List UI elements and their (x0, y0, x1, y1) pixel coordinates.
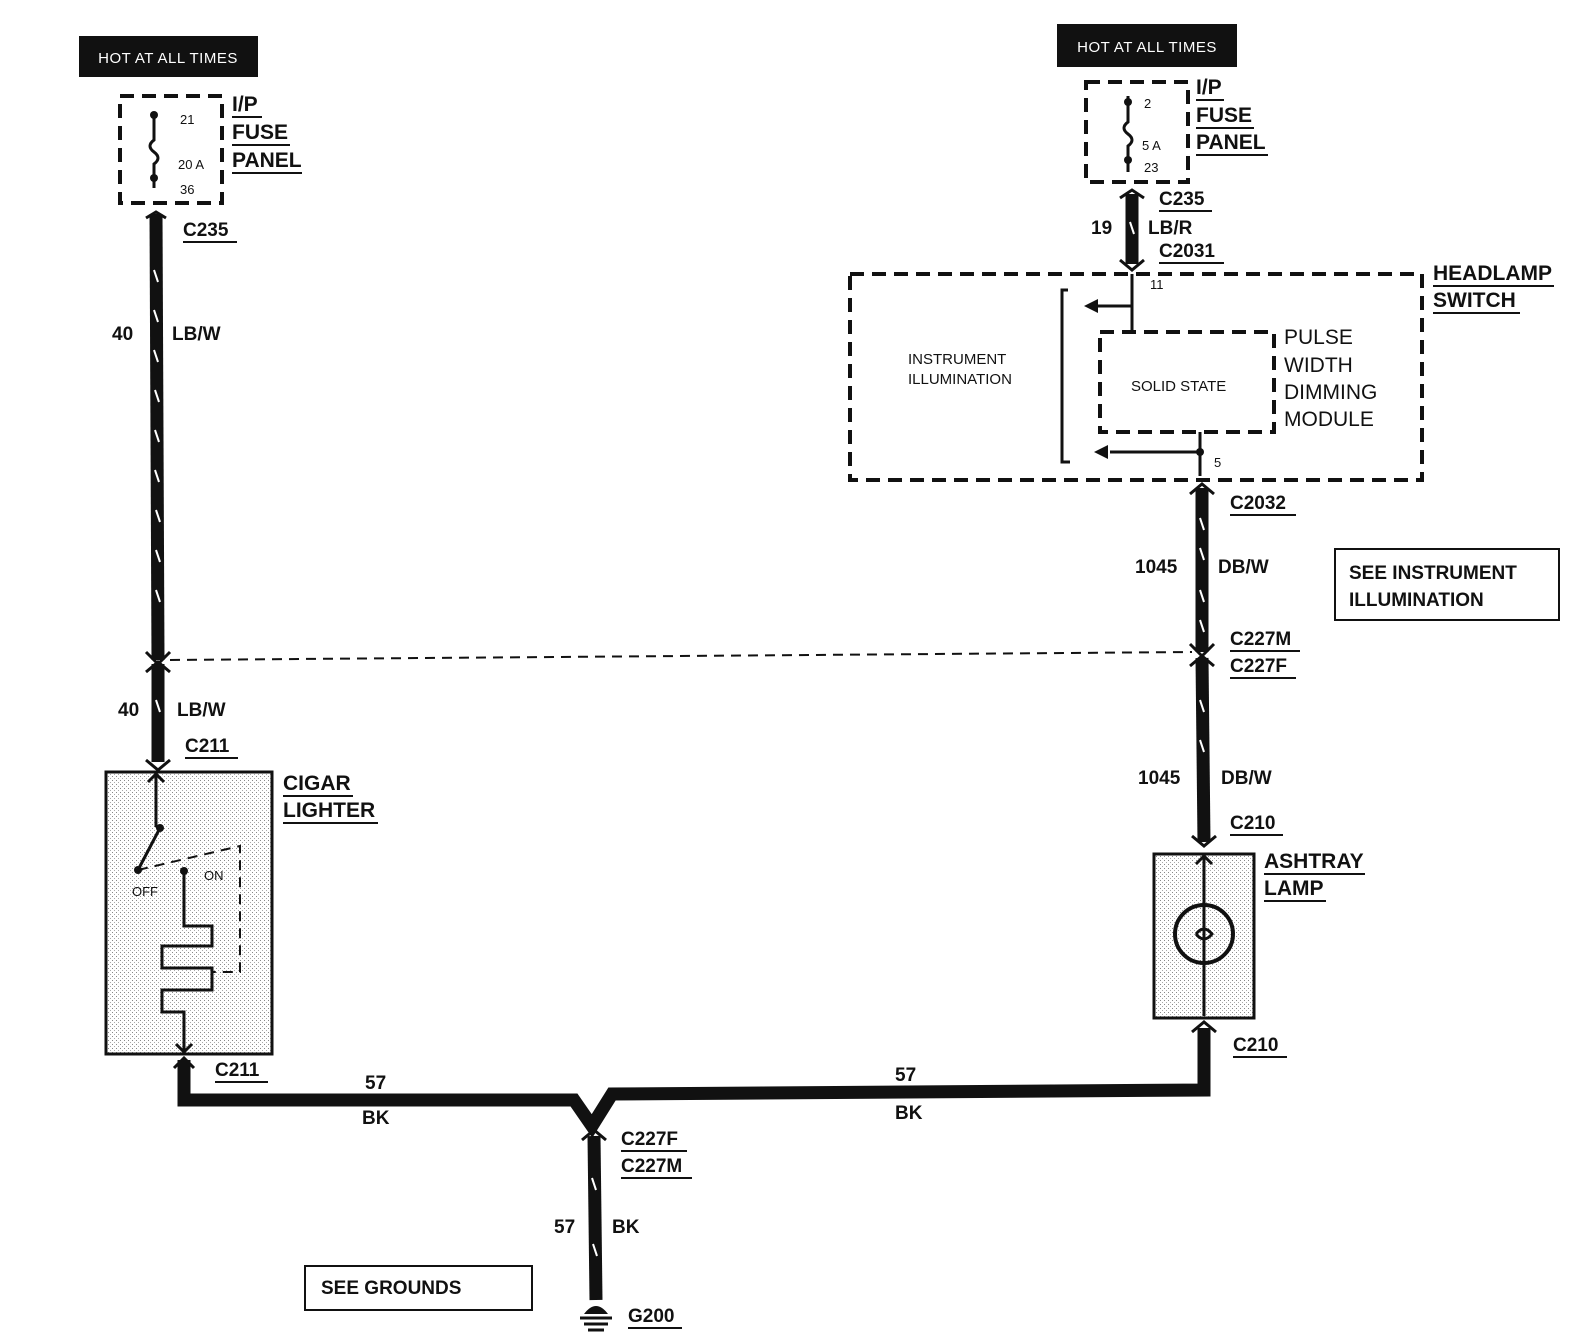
cigar-lighter-component: OFF ON (104, 770, 274, 1056)
instrument-illumination-line-1: INSTRUMENT (908, 351, 1006, 368)
left-fuse-top-pin: 21 (180, 112, 194, 127)
right-wire-1045-lower (1189, 654, 1217, 848)
c211-top-label: C211 (185, 736, 230, 757)
left-fuse-panel: 21 20 A 36 (118, 94, 224, 205)
left-fuse-rating: 20 A (178, 157, 204, 172)
left-panel-line-2: FUSE (232, 121, 288, 144)
left-hot-label: HOT AT ALL TIMES (79, 36, 258, 77)
right-fuse-symbol (1122, 96, 1134, 172)
solid-state-label: SOLID STATE (1131, 378, 1226, 395)
right-hot-text: HOT AT ALL TIMES (1077, 39, 1217, 56)
headlamp-pin-11: 11 (1150, 277, 1164, 292)
left-color-lbw: LB/W (172, 324, 221, 345)
shared-connector-dashed-link (169, 651, 1193, 661)
right-panel-line-1: I/P (1196, 76, 1222, 99)
ground-wire-57 (172, 1020, 1217, 1301)
ground-right-circuit-57: 57 (895, 1065, 916, 1086)
splice-c227m-label: C227M (621, 1156, 682, 1177)
right-wire-19 (1119, 188, 1145, 272)
right-lower-circuit-1045: 1045 (1138, 768, 1181, 789)
right-lower-color-dbw: DB/W (1221, 768, 1272, 789)
left-panel-line-3: PANEL (232, 149, 302, 172)
right-circuit-19: 19 (1091, 218, 1112, 239)
right-panel-line-3: PANEL (1196, 131, 1266, 154)
right-color-lbr: LB/R (1148, 218, 1193, 239)
left-hot-text: HOT AT ALL TIMES (98, 50, 238, 67)
pwm-line-2: WIDTH (1284, 354, 1353, 377)
ashtray-lamp-name-2: LAMP (1264, 877, 1324, 900)
lighter-off-label: OFF (132, 884, 158, 899)
right-panel-line-2: FUSE (1196, 104, 1252, 127)
instrument-illumination-line-2: ILLUMINATION (908, 371, 1012, 388)
right-hot-label: HOT AT ALL TIMES (1057, 24, 1237, 67)
c210-top-label: C210 (1230, 813, 1275, 834)
headlamp-switch-name-1: HEADLAMP (1433, 262, 1552, 285)
ground-left-color-bk: BK (362, 1108, 390, 1129)
right-panel-name: I/P FUSE PANEL (1196, 76, 1268, 156)
ground-symbol-icon (580, 1306, 612, 1332)
ground-left-circuit-57: 57 (365, 1073, 386, 1094)
left-lower-color-lbw: LB/W (177, 700, 226, 721)
lamp-bulb-icon (1173, 903, 1235, 965)
lighter-switch-arm (136, 827, 162, 871)
right-color-dbw: DB/W (1218, 557, 1269, 578)
left-fuse-bottom-pin: 36 (180, 182, 194, 197)
splice-c227f-label: C227F (621, 1129, 678, 1150)
see-instrument-box: SEE INSTRUMENT ILLUMINATION (1334, 548, 1560, 621)
ground-down-color-bk: BK (612, 1217, 640, 1238)
see-instrument-line-1: SEE INSTRUMENT (1349, 563, 1517, 584)
g200-label: G200 (628, 1306, 674, 1327)
cigar-lighter-name-2: LIGHTER (283, 799, 375, 822)
left-circuit-40: 40 (112, 324, 133, 345)
left-wire-40-lower (145, 660, 171, 772)
headlamp-switch-component: 11 5 INSTRUMENT ILLUMINATION SOLID STATE… (848, 272, 1424, 482)
right-circuit-1045: 1045 (1135, 557, 1178, 578)
right-c235-label: C235 (1159, 189, 1205, 210)
ground-right-color-bk: BK (895, 1103, 923, 1124)
left-c235-label: C235 (183, 220, 229, 241)
ashtray-lamp-name-1: ASHTRAY (1264, 850, 1364, 873)
c211-bottom-label: C211 (215, 1060, 260, 1081)
c210-bottom-label: C210 (1233, 1035, 1278, 1056)
ashtray-lamp-component (1152, 852, 1256, 1020)
c227m-label: C227M (1230, 629, 1291, 650)
left-fuse-symbol (148, 112, 160, 188)
right-fuse-panel: 2 5 A 23 (1084, 80, 1190, 184)
see-grounds-text: SEE GROUNDS (321, 1278, 461, 1299)
right-wire-1045-upper (1188, 482, 1216, 659)
see-grounds-box: SEE GROUNDS (304, 1265, 533, 1311)
lighter-on-label: ON (204, 868, 224, 883)
pwm-line-3: DIMMING (1284, 381, 1377, 404)
left-wire-40-upper (144, 210, 172, 667)
c2031-label: C2031 (1159, 241, 1215, 262)
pwm-line-1: PULSE (1284, 326, 1353, 349)
see-instrument-line-2: ILLUMINATION (1349, 590, 1484, 611)
cigar-lighter-name-1: CIGAR (283, 772, 351, 795)
ground-down-circuit-57: 57 (554, 1217, 575, 1238)
c2032-label: C2032 (1230, 493, 1286, 514)
left-lower-circuit-40: 40 (118, 700, 139, 721)
right-fuse-rating: 5 A (1142, 138, 1161, 153)
c227f-label: C227F (1230, 656, 1287, 677)
headlamp-pin-5: 5 (1214, 455, 1221, 470)
right-fuse-top-pin: 2 (1144, 96, 1151, 111)
left-panel-line-1: I/P (232, 93, 258, 116)
right-fuse-bottom-pin: 23 (1144, 160, 1158, 175)
left-panel-name: I/P FUSE PANEL (232, 93, 302, 174)
pwm-line-4: MODULE (1284, 408, 1374, 431)
headlamp-switch-name-2: SWITCH (1433, 289, 1516, 312)
